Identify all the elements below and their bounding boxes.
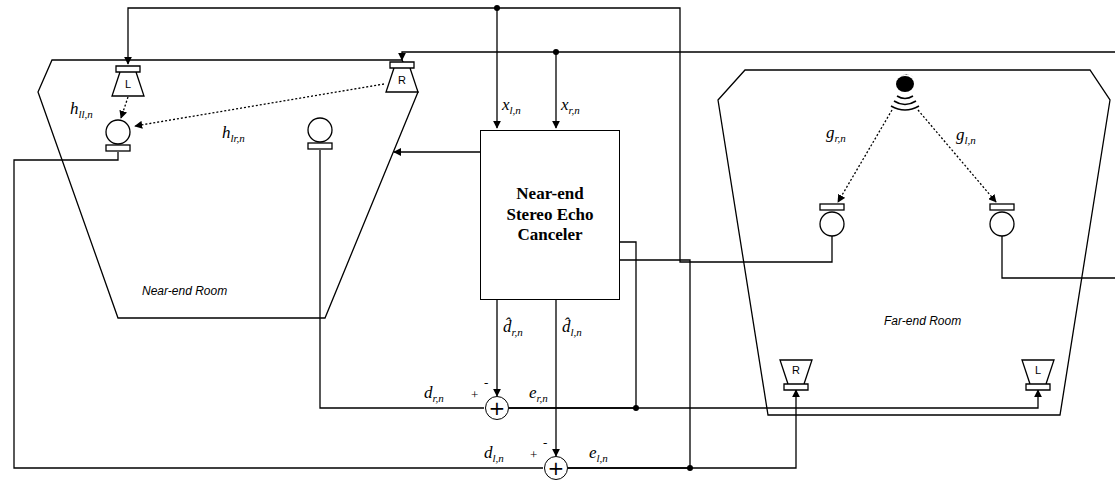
speech-path [918, 110, 996, 202]
signal-label: dl,n [484, 444, 504, 464]
process-box: Near-end Stereo Echo Canceler [480, 130, 620, 300]
signal-label: d̂l,n [561, 318, 583, 338]
node-text: Near-end Stereo Echo Canceler [501, 184, 599, 245]
signal-label: gr,n [826, 124, 846, 144]
junction-dot [553, 49, 559, 55]
microphone-base [308, 143, 332, 149]
signal-label: hll,n [70, 100, 93, 120]
signal-label: xl,n [502, 96, 521, 116]
talker-hair [897, 74, 915, 80]
sign-label: + [471, 388, 478, 402]
node-text: + [489, 398, 506, 418]
wire-part [14, 8, 1115, 468]
talker-head [896, 76, 914, 92]
signal-label: xr,n [561, 96, 580, 116]
microphone-base [106, 145, 130, 151]
microphone-base [820, 204, 844, 210]
junction-dot [494, 5, 500, 11]
node-text: L [110, 78, 146, 90]
sign-label: + [530, 448, 537, 462]
signal-connector [394, 151, 480, 152]
node-text: R [778, 364, 814, 376]
loudspeaker: R [384, 62, 420, 92]
node-text: Near-end Room [142, 284, 227, 298]
summing-junction: + [544, 456, 568, 480]
signal-label: hlr,n [222, 124, 245, 144]
signal-label: er,n [528, 384, 549, 404]
room-outline: Near-end Room L R [38, 58, 418, 320]
signal-connector [509, 390, 1038, 408]
room-outline-outline [38, 60, 418, 318]
signal-connector [555, 300, 556, 456]
node-text: L [1020, 364, 1056, 376]
loudspeaker: L [110, 66, 146, 96]
signal-label: d̂r,n [502, 318, 524, 338]
node-text: Far-end Room [884, 314, 961, 328]
wire [1002, 236, 1115, 278]
wire [402, 52, 1115, 60]
microphone [820, 212, 844, 236]
microphone [106, 120, 130, 144]
sign-label: - [484, 376, 488, 390]
microphone-base [990, 204, 1014, 210]
microphone [990, 212, 1014, 236]
signal-label: el,n [588, 444, 609, 464]
room-outline-outline [718, 70, 1110, 415]
echo-path [121, 97, 128, 118]
signal-connector [568, 390, 796, 468]
wire [320, 150, 484, 408]
wire [555, 52, 556, 128]
room-outline-shape [38, 58, 418, 320]
speech-path [838, 110, 892, 202]
signal-label: gl,n [956, 126, 976, 146]
sound-wave [891, 96, 919, 110]
room-outline: Far-end RoomR L [718, 70, 1110, 415]
wire [496, 8, 497, 128]
wire [14, 152, 543, 468]
loudspeaker: L [1020, 360, 1056, 390]
signal-label: dr,n [424, 384, 444, 404]
signal-connector [496, 300, 497, 396]
loudspeaker: R [778, 360, 814, 390]
echo-path [135, 84, 384, 126]
sign-label: - [543, 436, 547, 450]
microphone [308, 118, 332, 142]
node-text: + [548, 458, 565, 478]
node-text: R [384, 74, 420, 86]
summing-junction: + [485, 396, 509, 420]
